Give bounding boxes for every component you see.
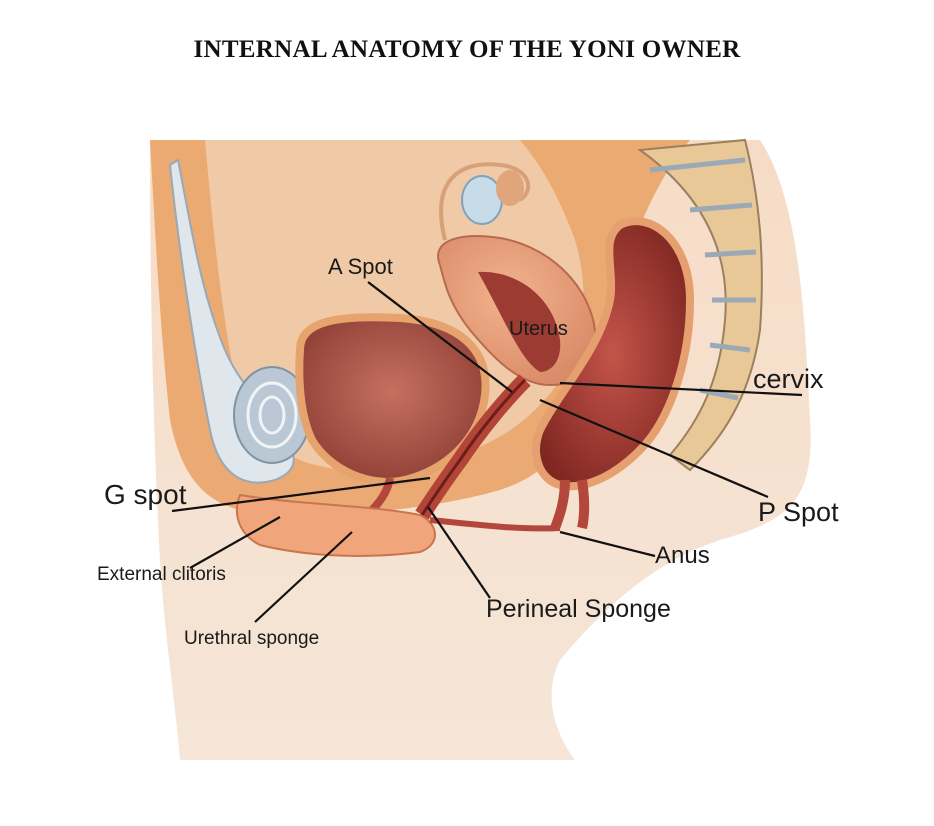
ovary [461,175,503,225]
vertebrae [649,157,757,401]
a-spot-leader [367,281,513,393]
p-spot-leader [539,398,769,499]
perineal-sponge-label: Perineal Sponge [486,595,671,623]
perineal-sponge-leader [427,506,491,599]
external-clitoris-label: External clitoris [97,564,226,585]
cervix-leader [559,381,803,397]
g-spot-label: G spot [104,479,187,510]
p-spot-label: P Spot [758,497,839,527]
urethral-sponge-label: Urethral sponge [184,628,319,649]
urethra [369,477,394,513]
diagram-title: INTERNAL ANATOMY OF THE YONI OWNER [193,36,741,63]
spine [637,138,763,472]
anus-label: Anus [655,542,710,569]
cervix-label: cervix [753,364,824,394]
perineum-line [429,517,561,532]
fallopian-tube [439,162,531,241]
external-clitoris-leader [189,516,281,569]
vulva-region [235,493,436,557]
uterine-cavity [478,271,561,372]
leader-lines [171,281,803,623]
anus-leader [559,530,656,558]
uterus-label: Uterus [509,318,568,340]
a-spot-label: A Spot [328,254,393,279]
g-spot-leader [171,476,431,513]
urethral-sponge-leader [254,531,353,623]
